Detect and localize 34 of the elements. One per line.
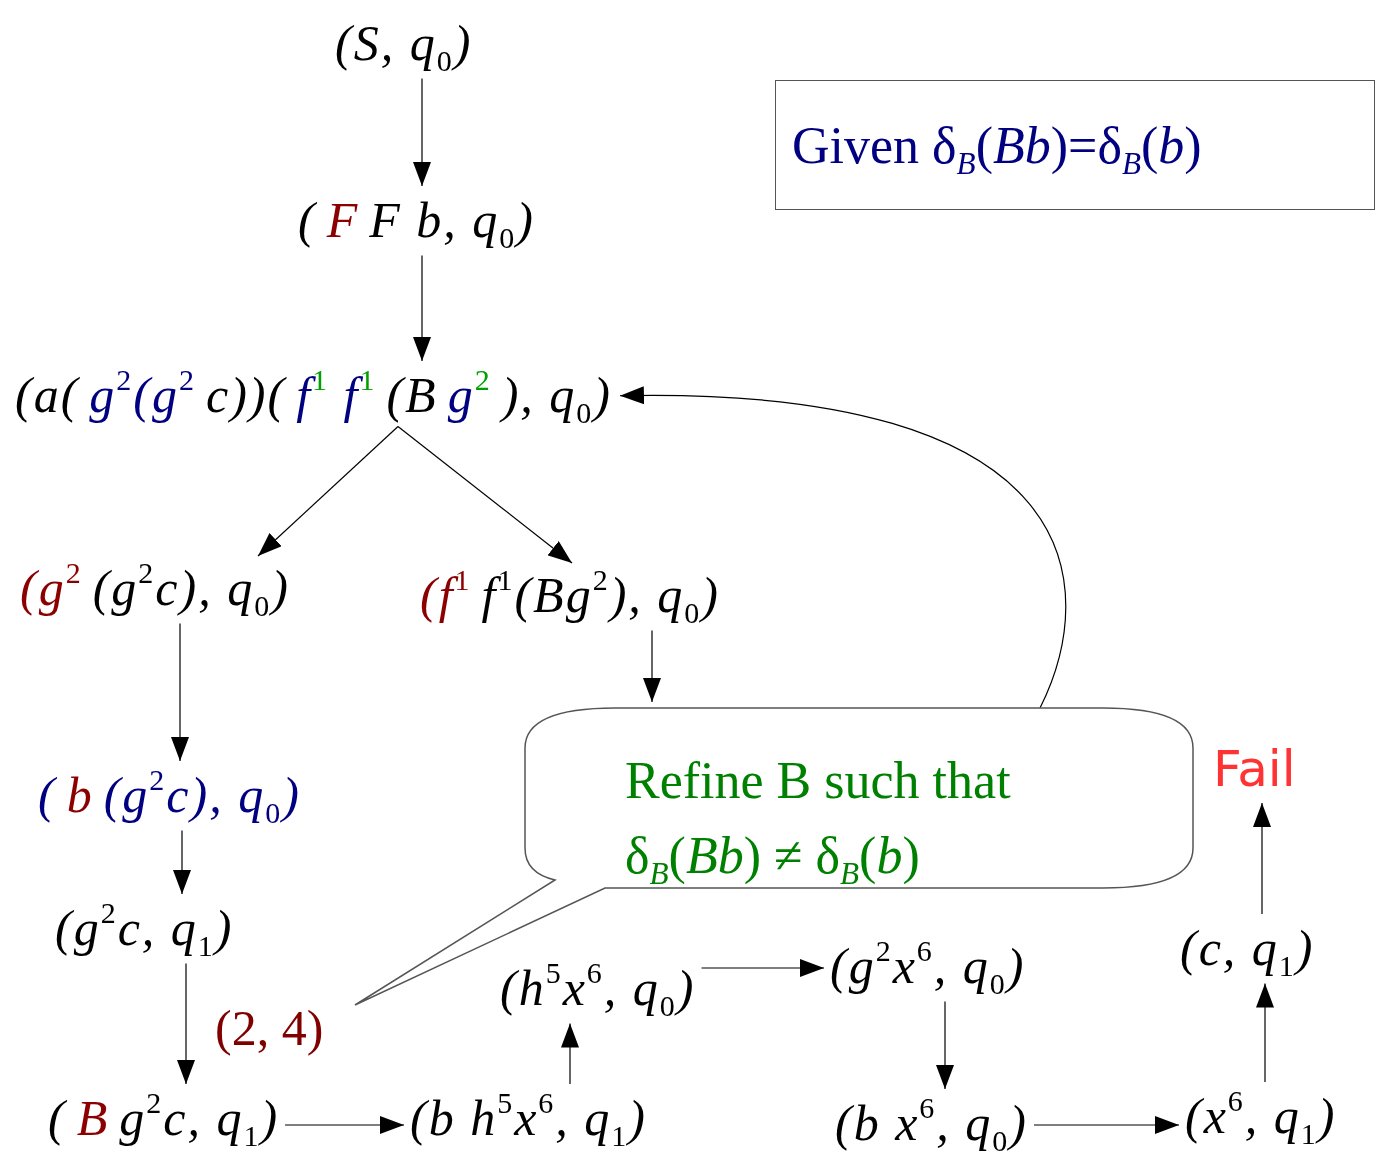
math-expression: (f$^{1}$ f$^{1}$(Bg$^{2}$), q$_{0}$) <box>420 567 720 625</box>
arrow <box>171 622 189 762</box>
arrow <box>413 254 431 362</box>
math-expression: (b x$^{6}$, q$_{0}$) <box>835 1095 1028 1153</box>
math-expression: (x$^{6}$, q$_{1}$) <box>1185 1088 1337 1146</box>
math-expression: (g$^{2}$c, q$_{1}$) <box>55 900 234 958</box>
math-expression: ( b (g$^{2}$c), q$_{0}$) <box>38 767 301 825</box>
arrow <box>619 387 1067 709</box>
arrow <box>257 425 399 557</box>
arrow <box>700 959 825 977</box>
math-expression: (g$^{2}$x$^{6}$, q$_{0}$) <box>830 938 1026 996</box>
arrow <box>173 829 191 895</box>
math-expression: ( B g$^{2}$c, q$_{1}$) <box>48 1090 280 1148</box>
arrow <box>284 1116 405 1134</box>
note-box: Given δ$_{B}$(Bb)=δ$_{B}$(b) <box>775 80 1375 210</box>
math-expression: (h$^{5}$x$^{6}$, q$_{0}$) <box>500 960 696 1018</box>
math-expression: ( F F b, q$_{0}$) <box>298 192 535 250</box>
math-expression: (g$^{2}$ (g$^{2}$c), q$_{0}$) <box>20 560 290 618</box>
math-expression: (S, q$_{0}$) <box>335 15 473 73</box>
arrow <box>1033 1116 1180 1134</box>
arrow <box>1253 802 1271 915</box>
arrow <box>643 629 661 703</box>
arrow <box>177 962 195 1085</box>
arrow <box>561 1022 579 1085</box>
arrow <box>397 425 573 564</box>
arrow <box>1256 982 1274 1083</box>
math-expression: (c, q$_{1}$) <box>1180 920 1315 978</box>
arrow <box>413 77 431 187</box>
arrow <box>936 1000 954 1090</box>
math-expression: (b h$^{5}$x$^{6}$, q$_{1}$) <box>410 1090 647 1148</box>
annotation-text: (2, 4) <box>215 1000 324 1058</box>
math-expression: (a( g$^{2}$(g$^{2}$ c))( f$^{1}$ f$^{1}$ (B g$^{2}$ ), q$_{0}$) <box>15 367 612 425</box>
callout-text: Refine B such that δ$_{B}$(Bb) ≠ δ$_{B}$(b) <box>625 751 1012 894</box>
status-text: Fail <box>1213 742 1296 797</box>
